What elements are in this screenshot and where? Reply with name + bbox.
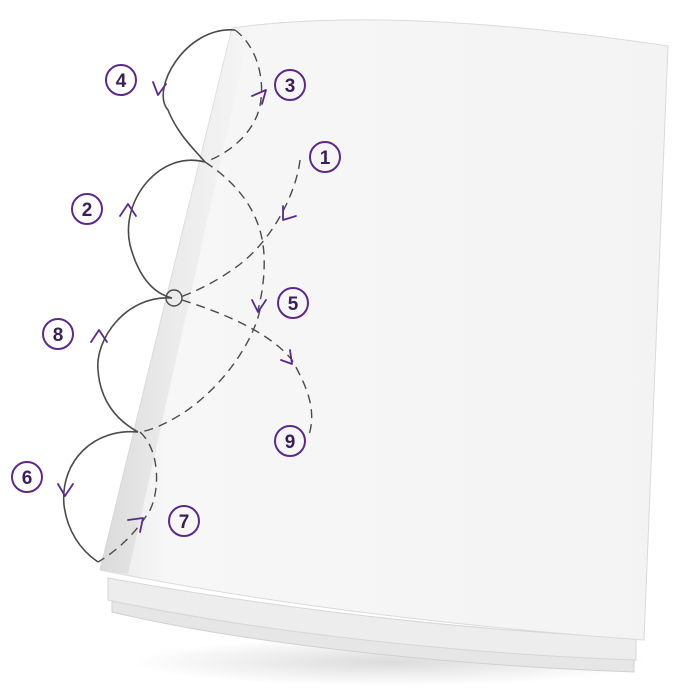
- step-marker-4: 4: [106, 65, 136, 95]
- step-label-3: 3: [285, 76, 296, 97]
- step-marker-6: 6: [12, 462, 42, 492]
- step-label-8: 8: [53, 325, 64, 346]
- step-label-2: 2: [82, 200, 93, 221]
- step-label-1: 1: [320, 148, 331, 169]
- step-marker-8: 8: [43, 319, 73, 349]
- step-label-4: 4: [116, 71, 127, 92]
- step-label-9: 9: [285, 432, 296, 453]
- booklet-cover: [100, 20, 668, 640]
- step-marker-2: 2: [72, 194, 102, 224]
- step-label-5: 5: [288, 294, 299, 315]
- step-label-7: 7: [179, 512, 190, 533]
- step-label-6: 6: [22, 468, 33, 489]
